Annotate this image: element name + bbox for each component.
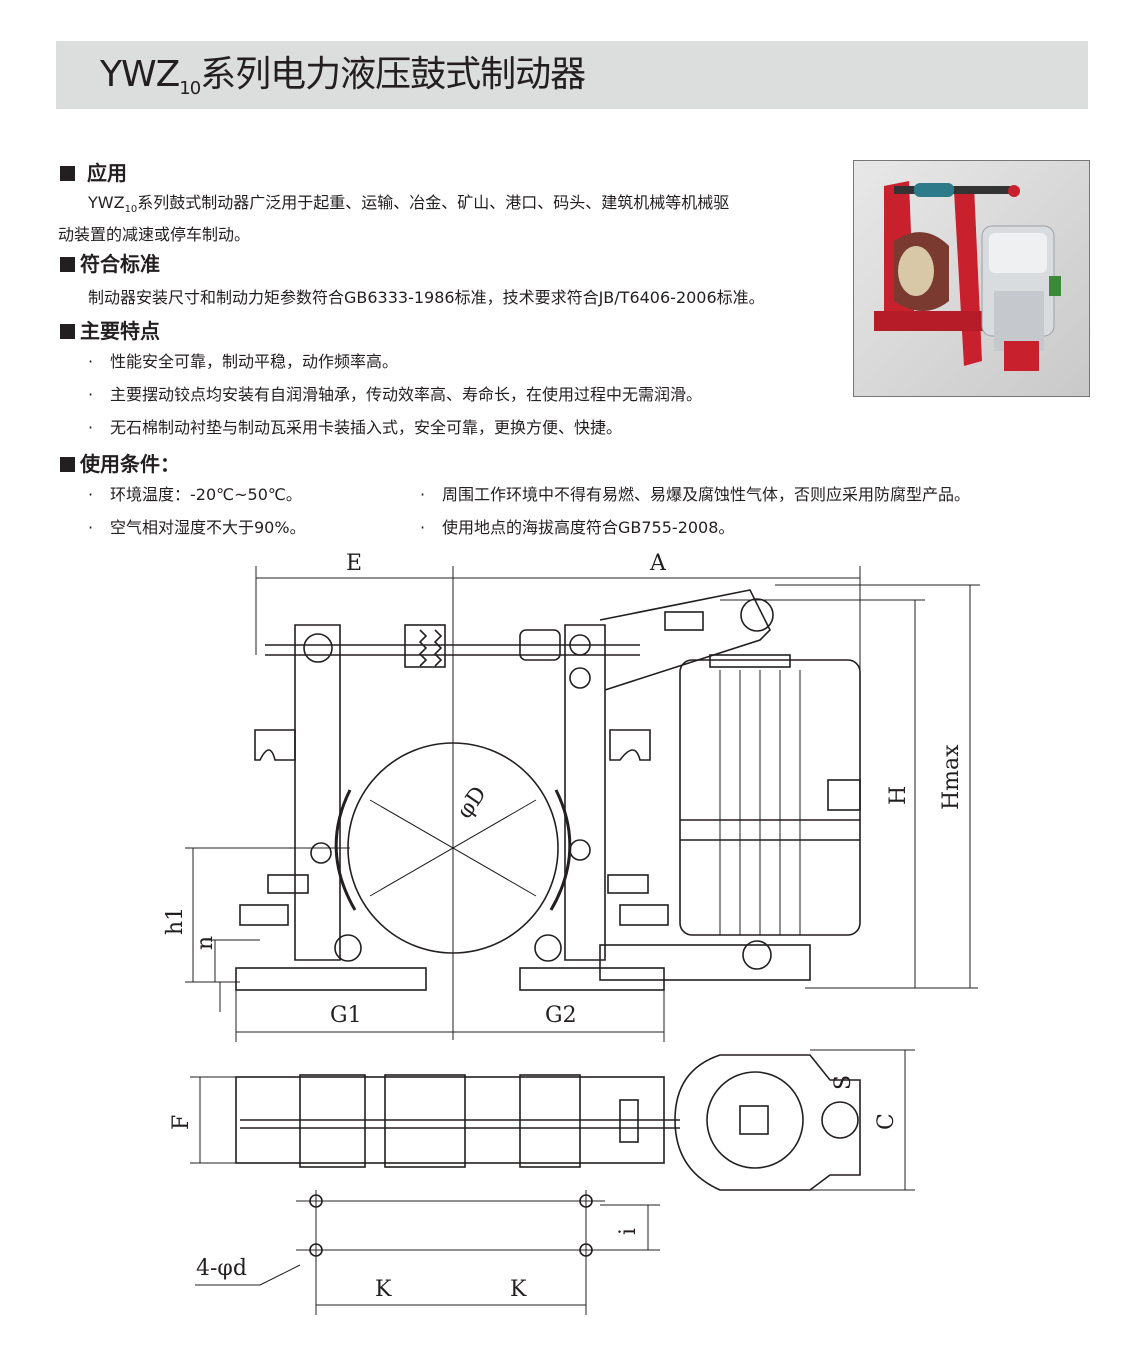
title-bar <box>56 41 1088 109</box>
feature-item: ·无石棉制动衬垫与制动瓦采用卡装插入式，安全可靠，更换方便、快捷。 <box>88 418 623 437</box>
section-standard-heading: 符合标准 <box>60 251 160 277</box>
square-bullet-icon <box>60 257 75 272</box>
condition-item: ·周围工作环境中不得有易燃、易爆及腐蚀性气体，否则应采用防腐型产品。 <box>420 485 971 504</box>
dim-label-phiD: φD <box>452 782 491 823</box>
dim-label-G2: G2 <box>545 1003 577 1028</box>
dim-label-G1: G1 <box>330 1003 362 1028</box>
dim-label-K1: K <box>375 1277 392 1302</box>
square-bullet-icon <box>60 324 75 339</box>
product-photo <box>853 160 1090 397</box>
dim-label-H: H <box>886 786 911 805</box>
dim-label-h1: h1 <box>163 907 188 935</box>
dim-label-F: F <box>169 1115 194 1130</box>
square-bullet-icon <box>60 457 75 472</box>
dim-label-i: i <box>616 1228 641 1235</box>
page-title: YWZ10系列电力液压鼓式制动器 <box>100 54 586 99</box>
dim-label-S: S <box>831 1075 856 1090</box>
dim-label-E: E <box>346 551 362 576</box>
brake-photo-illustration <box>874 181 1061 371</box>
dim-label-Hmax: Hmax <box>939 744 964 810</box>
section-conditions-heading: 使用条件： <box>60 451 180 477</box>
square-bullet-icon <box>60 166 75 181</box>
application-text-line1: YWZ10系列鼓式制动器广泛用于起重、运输、冶金、矿山、港口、码头、建筑机械等机… <box>88 193 730 216</box>
feature-item: ·性能安全可靠，制动平稳，动作频率高。 <box>88 352 399 371</box>
dim-label-n: n <box>193 936 218 950</box>
section-features-heading: 主要特点 <box>60 318 160 344</box>
dim-label-C: C <box>874 1113 899 1130</box>
standard-text: 制动器安装尺寸和制动力矩参数符合GB6333-1986标准，技术要求符合JB/T… <box>88 288 765 307</box>
section-application-heading: 应用 <box>60 160 127 186</box>
feature-item: ·主要摆动铰点均安装有自润滑轴承，传动效率高、寿命长，在使用过程中无需润滑。 <box>88 385 703 404</box>
condition-item: ·使用地点的海拔高度符合GB755-2008。 <box>420 518 735 537</box>
application-text-line2: 动装置的减速或停车制动。 <box>58 225 251 244</box>
dim-label-holes: 4-φd <box>196 1256 247 1281</box>
dim-label-K2: K <box>510 1277 527 1302</box>
condition-item: ·空气相对湿度不大于90%。 <box>88 518 306 537</box>
condition-item: ·环境温度：-20℃~50℃。 <box>88 485 302 504</box>
dim-label-A: A <box>649 551 667 576</box>
